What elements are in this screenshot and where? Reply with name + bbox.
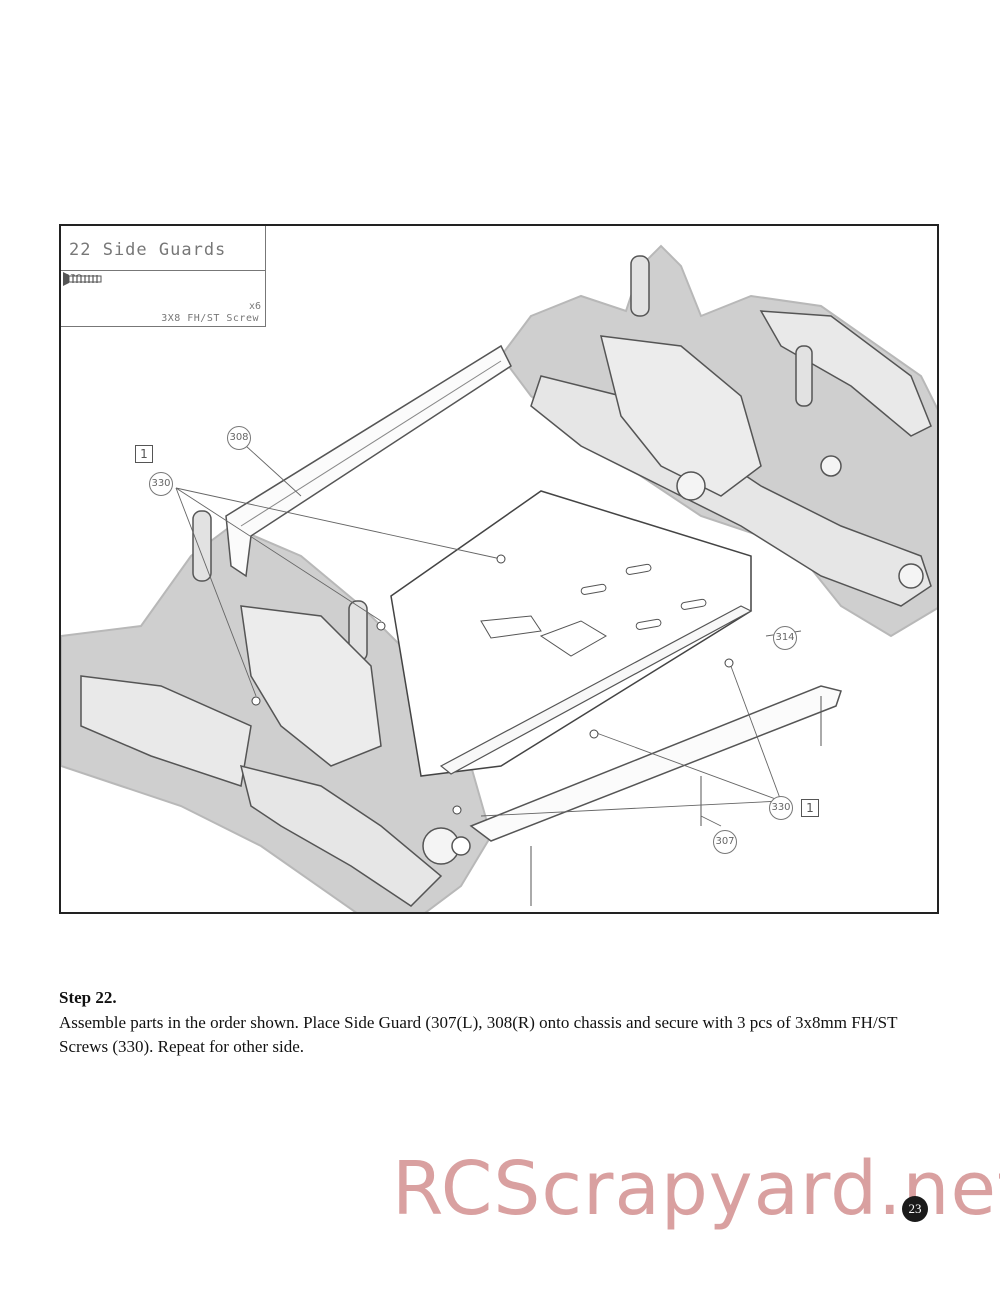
front-arm xyxy=(239,764,443,907)
callout-307: 307 xyxy=(713,830,737,854)
step-instructions: Assemble parts in the order shown. Place… xyxy=(59,1013,898,1056)
part-name: 3X8 FH/ST Screw xyxy=(161,313,259,324)
page-number: 23 xyxy=(902,1196,928,1222)
assembly-illustration xyxy=(61,244,937,912)
rear-bulkhead xyxy=(600,335,762,497)
front-body-post-left xyxy=(192,510,212,582)
front-bulkhead xyxy=(240,605,382,767)
callout-330-left: 330 xyxy=(149,472,173,496)
callout-314: 314 xyxy=(773,626,797,650)
screw-icon xyxy=(63,272,102,286)
parts-row: 330. x6 3X8 FH/ST Screw xyxy=(61,270,265,327)
callout-308: 308 xyxy=(227,426,251,450)
parts-list-box: 22 Side Guards 330. x6 3X8 FH/ST Screw xyxy=(61,226,266,327)
watermark: RCScrapyard.net xyxy=(392,1146,1000,1232)
step-marker-right: 1 xyxy=(801,799,819,817)
part-quantity: x6 xyxy=(248,301,261,312)
rear-bumper xyxy=(759,310,932,437)
side-guard-314 xyxy=(439,605,753,775)
front-bumper xyxy=(80,675,252,787)
rear-body-post xyxy=(795,345,813,407)
rear-shock-tower xyxy=(630,255,650,317)
step-marker-left: 1 xyxy=(135,445,153,463)
parts-box-title: 22 Side Guards xyxy=(69,240,227,260)
step-heading: Step 22. xyxy=(59,988,117,1007)
side-guard-308 xyxy=(225,344,512,578)
assembly-figure: 22 Side Guards 330. x6 3X8 FH/ST Screw 3… xyxy=(59,224,939,914)
callout-330-right: 330 xyxy=(769,796,793,820)
side-guard-307 xyxy=(469,685,842,842)
